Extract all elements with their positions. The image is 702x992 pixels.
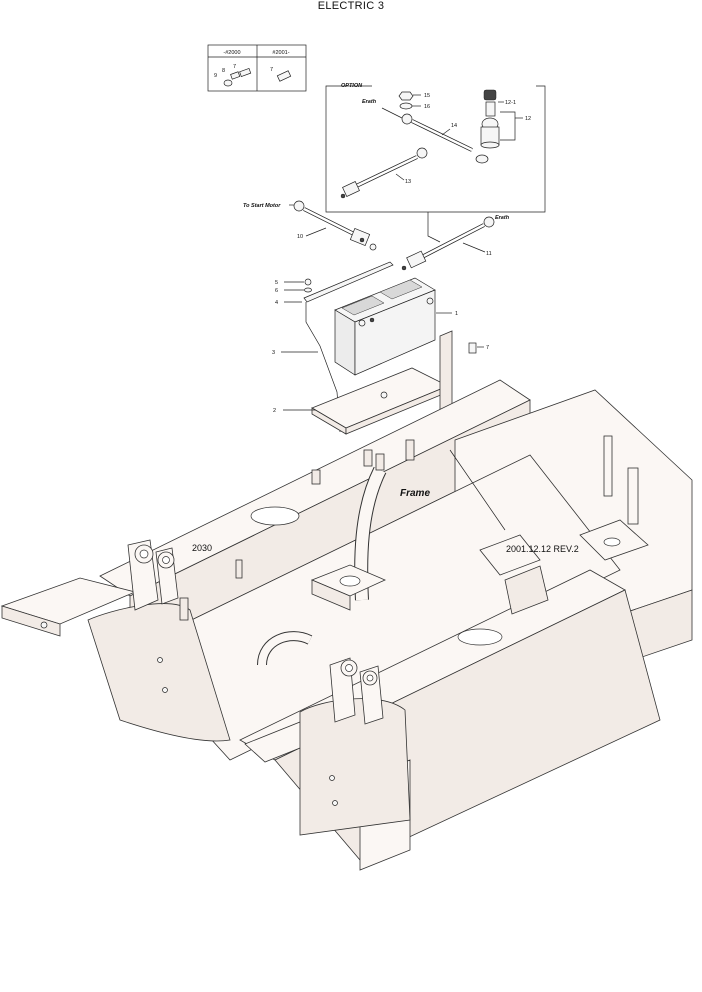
bolt-sketch-left — [230, 71, 241, 80]
erath-label-main: Erath — [495, 215, 510, 221]
nut-15 — [398, 91, 414, 101]
washer-16 — [399, 102, 413, 110]
to-start-motor-label: To Start Motor — [243, 203, 281, 209]
clamp-sketch-right — [276, 70, 292, 82]
clamp-sketch-left — [239, 67, 252, 77]
callout-12: 12 — [525, 116, 531, 122]
option-detail-box: OPTION Erath 15 16 14 12-1 12 13 — [325, 83, 546, 213]
cable-clamp-7: 7 — [468, 342, 489, 354]
callout-4: 4 — [275, 300, 278, 306]
frame-weldment — [0, 379, 693, 871]
serial-header-before: -#2000 — [223, 50, 240, 56]
washer-sketch — [223, 79, 233, 87]
drawing-code: 2030 — [192, 543, 212, 553]
revision-note: 2001.12.12 REV.2 — [506, 544, 579, 554]
callout-12-1: 12-1 — [505, 100, 516, 106]
callout-1: 1 — [455, 311, 458, 317]
ground-cable-11: Erath 11 — [401, 215, 510, 271]
hold-down-bar-4 — [303, 261, 394, 303]
serial-header-after: #2001- — [272, 50, 289, 56]
callout-10: 10 — [297, 234, 303, 240]
callout-16: 16 — [424, 104, 430, 110]
serial-number-table: -#2000 #2001- 9 8 7 7 — [207, 44, 307, 92]
callout-15: 15 — [424, 93, 430, 99]
frame-label: Frame — [400, 488, 430, 499]
battery-1: 1 — [334, 277, 458, 376]
switch-key-12-1 — [483, 89, 497, 101]
callout-2: 2 — [273, 408, 276, 414]
callout-7: 7 — [486, 345, 489, 351]
callout-3: 3 — [272, 350, 275, 356]
option-erath-label: Erath — [362, 99, 377, 105]
callout-11: 11 — [486, 251, 492, 257]
serial-callout-7-right: 7 — [270, 67, 273, 73]
battery-cable-10: To Start Motor 10 — [243, 200, 377, 251]
callout-14: 14 — [451, 123, 457, 129]
serial-callout-8: 8 — [222, 68, 225, 74]
serial-callout-7-left: 7 — [233, 64, 236, 70]
page-title: ELECTRIC 3 — [318, 0, 385, 12]
serial-callout-9: 9 — [214, 73, 217, 79]
battery-hold-down: 5 6 4 3 — [272, 261, 394, 433]
option-label: OPTION — [341, 83, 363, 89]
callout-5: 5 — [275, 280, 278, 286]
callout-13: 13 — [405, 179, 411, 185]
callout-6: 6 — [275, 288, 278, 294]
battery-tray-2: 2 — [273, 330, 453, 444]
